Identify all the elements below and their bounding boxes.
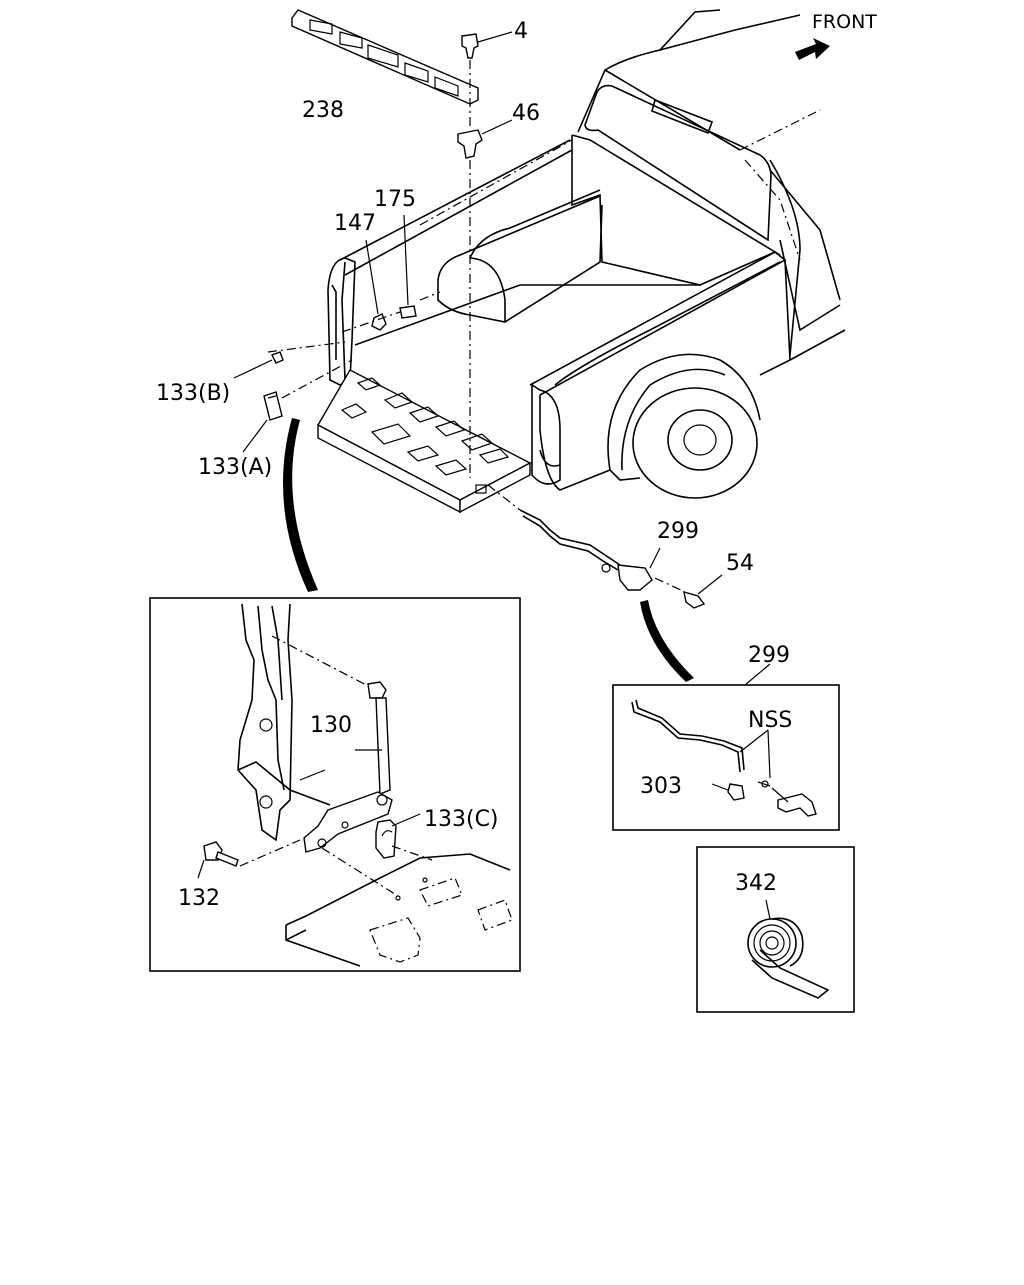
part-54-bolt [683, 574, 723, 609]
label-46: 46 [512, 101, 540, 126]
part-132-bolt [197, 839, 301, 879]
pickup-truck-body [327, 9, 846, 499]
label-175: 175 [374, 187, 416, 212]
label-342: 342 [735, 871, 777, 896]
tailgate [317, 369, 532, 514]
part-46-grommet [457, 119, 513, 159]
part-133b-screw [233, 351, 284, 379]
label-147: 147 [334, 211, 376, 236]
part-342-tape-roll [747, 899, 830, 999]
label-4: 4 [514, 19, 528, 44]
label-nss: NSS [748, 708, 792, 733]
label-238: 238 [302, 98, 344, 123]
front-label: FRONT [812, 11, 877, 33]
detail-box-hinge [149, 597, 521, 972]
label-54: 54 [726, 551, 754, 576]
detail-pointer-left [283, 418, 318, 592]
label-303: 303 [640, 774, 682, 799]
part-299-rod-assembly [487, 484, 686, 593]
part-133a-bumper [242, 359, 353, 453]
label-133c: 133(C) [424, 807, 499, 832]
detail-box-tape [696, 846, 855, 1013]
label-130: 130 [310, 713, 352, 738]
part-238-gasket [291, 9, 479, 105]
label-133a: 133(A) [198, 455, 272, 480]
label-299-box: 299 [748, 643, 790, 668]
label-299: 299 [657, 519, 699, 544]
part-175-bolt [399, 214, 417, 319]
label-133b: 133(B) [156, 381, 230, 406]
part-133c-striker [375, 813, 433, 861]
arrow-right-up-icon [795, 38, 830, 60]
label-132: 132 [178, 886, 220, 911]
detail-box-rod [612, 663, 840, 831]
part-4-clip [461, 31, 513, 59]
detail-pointer-right [640, 600, 694, 682]
